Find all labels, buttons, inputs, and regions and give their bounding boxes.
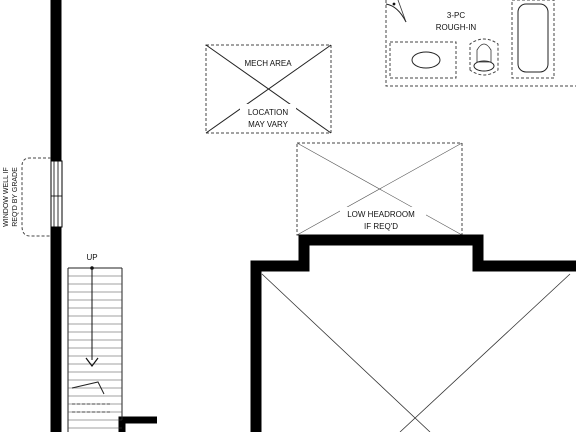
window-well-label-line2: REQ'D BY GRADE — [12, 167, 19, 227]
window-well-label: WINDOW WELL IF REQ'D BY GRADE — [3, 167, 19, 227]
stair-wall — [118, 416, 157, 432]
tub-icon — [511, 0, 555, 79]
low-headroom-area — [296, 142, 463, 236]
rough-in-label: ROUGH-IN — [436, 23, 477, 32]
sink-icon — [389, 41, 457, 79]
stair-landing-hint — [72, 403, 112, 413]
may-vary-label: MAY VARY — [248, 120, 289, 129]
staircase — [67, 266, 123, 432]
stair-up-label: UP — [86, 253, 97, 262]
bathroom-rough-in — [385, 0, 576, 87]
foundation-wall — [250, 234, 576, 432]
window — [50, 160, 63, 228]
if-reqd-label: IF REQ'D — [364, 222, 398, 231]
window-well-outline — [21, 157, 51, 237]
location-label: LOCATION — [248, 108, 289, 117]
mech-area — [205, 44, 332, 134]
three-pc-label: 3-PC — [447, 11, 465, 20]
garage-x-lines — [261, 273, 571, 432]
low-headroom-label: LOW HEADROOM — [347, 210, 415, 219]
window-well-label-line1: WINDOW WELL IF — [3, 167, 10, 227]
mech-area-label: MECH AREA — [244, 59, 292, 68]
